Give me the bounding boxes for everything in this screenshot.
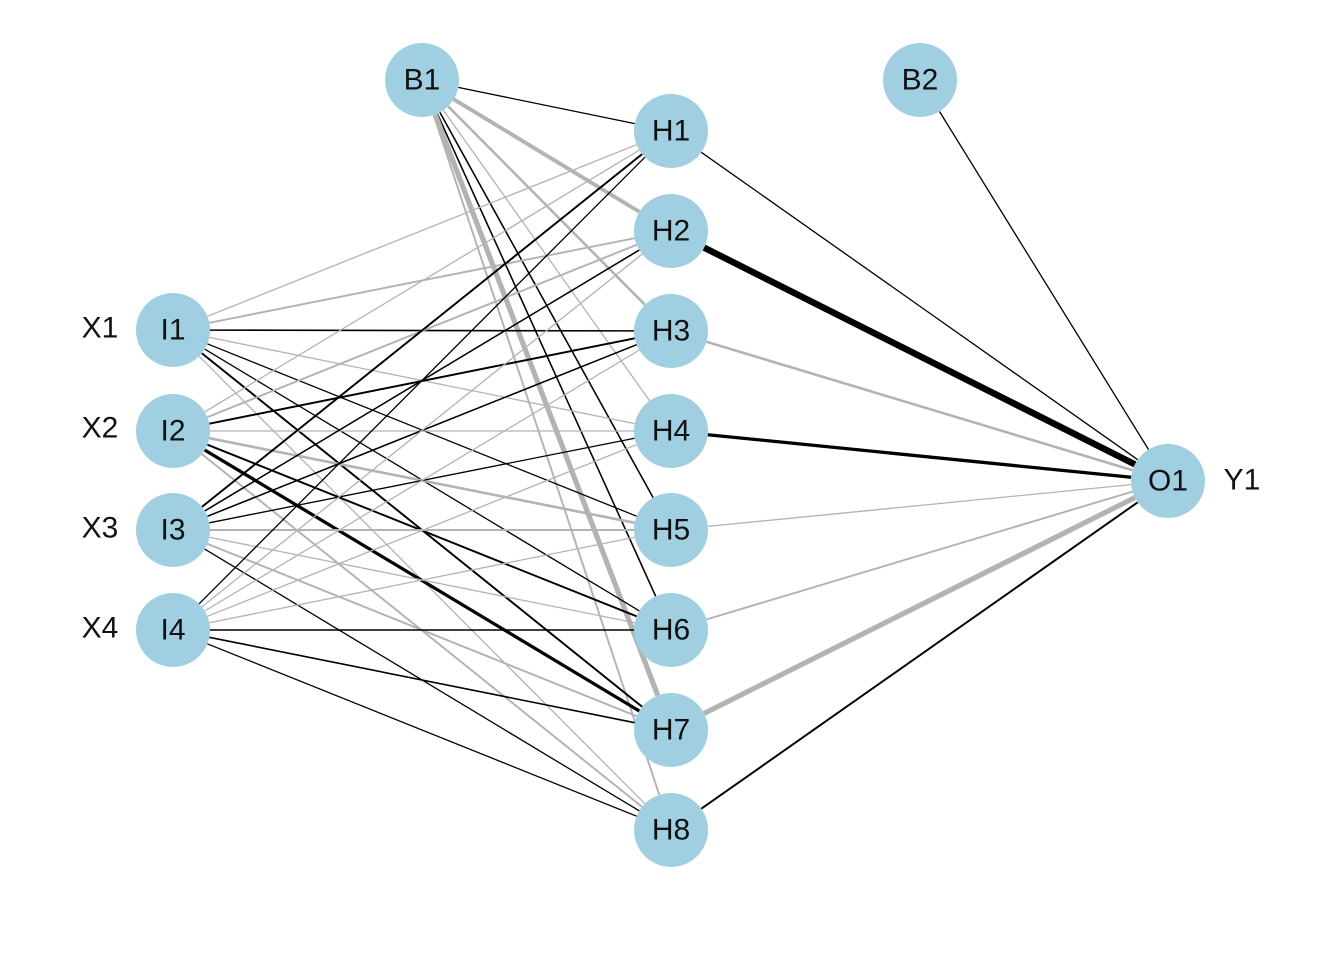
node-label-o1: O1 (1148, 465, 1188, 498)
node-circle-h5 (634, 493, 708, 567)
node-circle-h8 (634, 793, 708, 867)
edge-i4-h5 (209, 536, 635, 624)
node-circle-h2 (634, 194, 708, 268)
edge-h2-o1 (702, 244, 1137, 468)
node-circle-i2 (136, 394, 210, 468)
node-h5: H5 (634, 493, 708, 567)
edge-i4-h4 (207, 444, 637, 617)
node-label-b2: B2 (902, 64, 939, 97)
node-i4: I4 (136, 593, 210, 667)
node-h8: H8 (634, 793, 708, 867)
node-label-b1: B1 (404, 64, 441, 97)
node-circle-h1 (634, 94, 708, 168)
node-label-h3: H3 (652, 315, 690, 348)
node-h2: H2 (634, 194, 708, 268)
node-label-h2: H2 (652, 215, 690, 248)
node-i1: I1 (136, 293, 210, 367)
node-label-i2: I2 (160, 415, 185, 448)
node-h6: H6 (634, 593, 708, 667)
node-circle-i3 (136, 493, 210, 567)
node-b1: B1 (385, 43, 459, 117)
node-label-i1: I1 (160, 314, 185, 347)
node-circle-i4 (136, 593, 210, 667)
variable-label-layer: X1 X2 X3 X4 Y1 (82, 312, 1261, 645)
edge-i4-h7 (209, 636, 635, 724)
connection-layer (198, 86, 1150, 817)
node-circle-i1 (136, 293, 210, 367)
edge-b2-o1 (938, 111, 1150, 450)
edge-i1-h1 (207, 144, 637, 317)
edge-h5-o1 (707, 483, 1132, 528)
edge-i2-h1 (204, 149, 640, 413)
edge-i3-h1 (201, 153, 643, 508)
edge-h3-o1 (706, 340, 1133, 472)
edge-i4-h2 (201, 253, 643, 608)
node-h3: H3 (634, 294, 708, 368)
node-circle-b2 (883, 43, 957, 117)
node-label-h7: H7 (652, 714, 690, 747)
node-o1: O1 (1131, 444, 1205, 518)
node-circle-h3 (634, 294, 708, 368)
input-var-label-1: X1 (82, 312, 119, 345)
node-circle-o1 (1131, 444, 1205, 518)
node-circle-h7 (634, 693, 708, 767)
edge-i4-h1 (198, 156, 646, 605)
edge-h4-o1 (707, 433, 1132, 479)
node-circle-h6 (634, 593, 708, 667)
edge-h8-o1 (700, 501, 1139, 810)
node-i3: I3 (136, 493, 210, 567)
node-b2: B2 (883, 43, 957, 117)
node-circle-b1 (385, 43, 459, 117)
node-label-h6: H6 (652, 614, 690, 647)
node-h7: H7 (634, 693, 708, 767)
node-label-h8: H8 (652, 814, 690, 847)
node-label-i3: I3 (160, 514, 185, 547)
edge-h1-o1 (700, 151, 1139, 461)
edge-h7-o1 (702, 495, 1137, 716)
node-label-i4: I4 (160, 614, 185, 647)
node-label-h5: H5 (652, 514, 690, 547)
node-h1: H1 (634, 94, 708, 168)
node-circle-h4 (634, 394, 708, 468)
edge-b1-h1 (458, 86, 635, 125)
edge-i4-h3 (204, 349, 640, 612)
node-h4: H4 (634, 394, 708, 468)
edge-b1-h8 (432, 114, 661, 796)
edge-h6-o1 (706, 490, 1133, 621)
input-var-label-4: X4 (82, 612, 119, 645)
edge-i4-h8 (207, 643, 637, 817)
edge-b1-h6 (436, 113, 657, 597)
input-var-label-3: X3 (82, 512, 119, 545)
input-var-label-2: X2 (82, 412, 119, 445)
node-i2: I2 (136, 394, 210, 468)
node-label-h4: H4 (652, 415, 690, 448)
node-label-h1: H1 (652, 115, 690, 148)
output-var-label-1: Y1 (1224, 464, 1261, 497)
